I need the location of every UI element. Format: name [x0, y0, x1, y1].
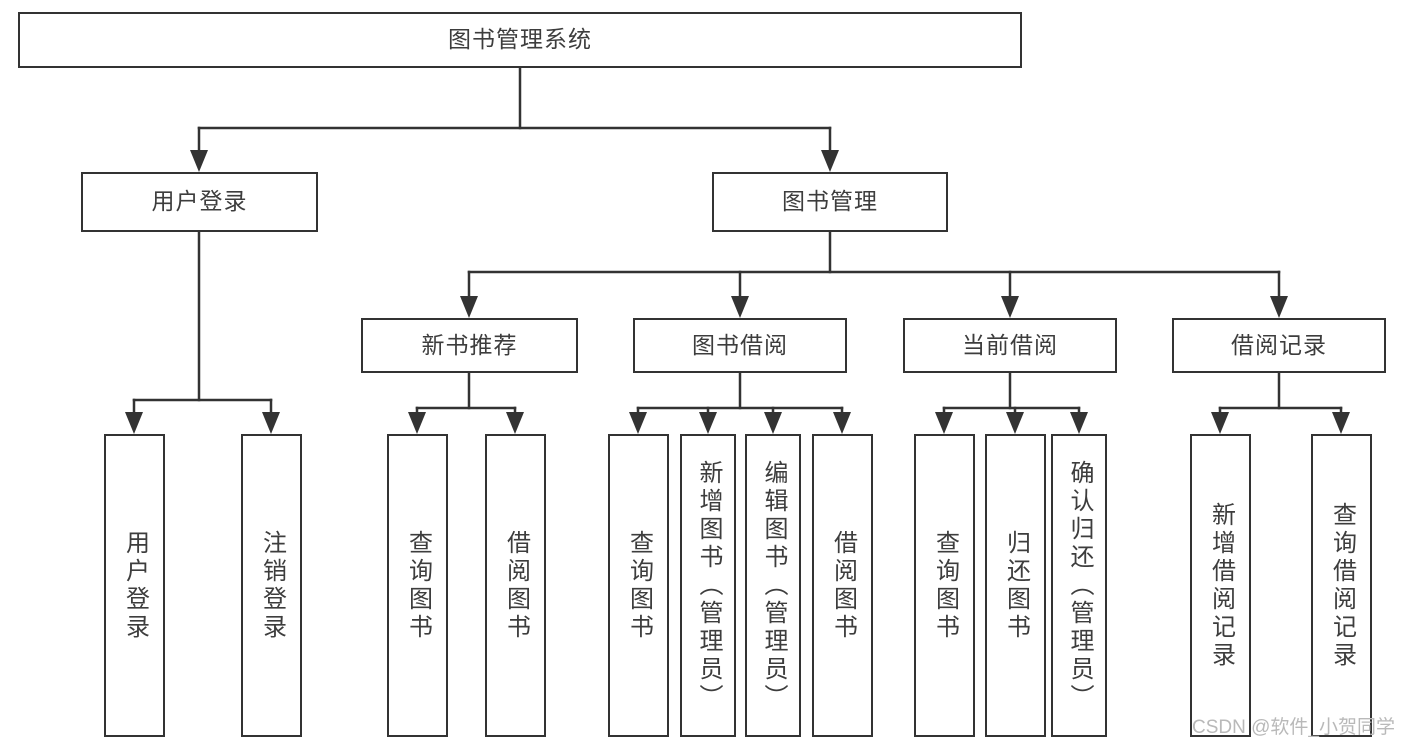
arrowhead-icon [1070, 412, 1088, 434]
arrowhead-icon [699, 412, 717, 434]
node-label: 查询图书 [931, 529, 959, 642]
node-label: 用户登录 [121, 529, 149, 642]
arrowhead-icon [1270, 296, 1288, 318]
arrowhead-icon [629, 412, 647, 434]
node-label: 借阅记录 [1231, 331, 1327, 358]
node-book-borrow[interactable]: 图书借阅 [633, 318, 847, 373]
node-label: 图书借阅 [692, 331, 788, 358]
node-label: 查询图书 [625, 529, 653, 642]
node-label: 当前借阅 [962, 331, 1058, 358]
node-label: 图书管理 [782, 188, 878, 215]
arrowhead-icon [408, 412, 426, 434]
node-label: 编辑图书（管理员） [760, 459, 787, 712]
node-leaf-query-book-rec[interactable]: 查询图书 [387, 434, 448, 737]
node-borrow-record[interactable]: 借阅记录 [1172, 318, 1386, 373]
node-label: 借阅图书 [829, 529, 857, 642]
node-current-borrow[interactable]: 当前借阅 [903, 318, 1117, 373]
node-label: 借阅图书 [502, 529, 530, 642]
arrowhead-icon [935, 412, 953, 434]
watermark-label: CSDN @软件_小贺同学 [1192, 717, 1395, 738]
node-label: 新书推荐 [421, 331, 518, 358]
node-new-book-recommend[interactable]: 新书推荐 [361, 318, 578, 373]
node-leaf-borrow-book[interactable]: 借阅图书 [812, 434, 873, 737]
node-user-login[interactable]: 用户登录 [81, 172, 318, 232]
node-leaf-query-borrow-record[interactable]: 查询借阅记录 [1311, 434, 1372, 737]
arrowhead-icon [460, 296, 478, 318]
node-label: 注销登录 [258, 529, 286, 642]
node-leaf-add-book-admin[interactable]: 新增图书（管理员） [680, 434, 736, 737]
node-label: 新增图书（管理员） [695, 459, 722, 712]
arrowhead-icon [833, 412, 851, 434]
arrowhead-icon [1211, 412, 1229, 434]
node-leaf-edit-book-admin[interactable]: 编辑图书（管理员） [745, 434, 801, 737]
arrowhead-icon [731, 296, 749, 318]
arrowhead-icon [821, 150, 839, 172]
node-leaf-query-book-borrow[interactable]: 查询图书 [608, 434, 669, 737]
node-label: 查询图书 [404, 529, 432, 642]
arrowhead-icon [1332, 412, 1350, 434]
arrowhead-icon [506, 412, 524, 434]
node-label: 查询借阅记录 [1328, 501, 1356, 670]
arrowhead-icon [1006, 412, 1024, 434]
node-book-management[interactable]: 图书管理 [712, 172, 948, 232]
node-label: 归还图书 [1002, 529, 1030, 642]
node-leaf-logout[interactable]: 注销登录 [241, 434, 302, 737]
arrowhead-icon [190, 150, 208, 172]
node-leaf-return-book[interactable]: 归还图书 [985, 434, 1046, 737]
node-leaf-borrow-book-rec[interactable]: 借阅图书 [485, 434, 546, 737]
node-leaf-user-login[interactable]: 用户登录 [104, 434, 165, 737]
arrowhead-icon [125, 412, 143, 434]
node-label: 图书管理系统 [448, 26, 592, 53]
node-label: 新增借阅记录 [1207, 501, 1235, 670]
node-leaf-add-borrow-record[interactable]: 新增借阅记录 [1190, 434, 1251, 737]
arrowhead-icon [764, 412, 782, 434]
node-leaf-query-book-current[interactable]: 查询图书 [914, 434, 975, 737]
node-label: 确认归还（管理员） [1066, 459, 1093, 712]
node-label: 用户登录 [151, 188, 248, 215]
arrowhead-icon [262, 412, 280, 434]
node-root[interactable]: 图书管理系统 [18, 12, 1022, 68]
arrowhead-icon [1001, 296, 1019, 318]
node-leaf-confirm-return-admin[interactable]: 确认归还（管理员） [1051, 434, 1107, 737]
